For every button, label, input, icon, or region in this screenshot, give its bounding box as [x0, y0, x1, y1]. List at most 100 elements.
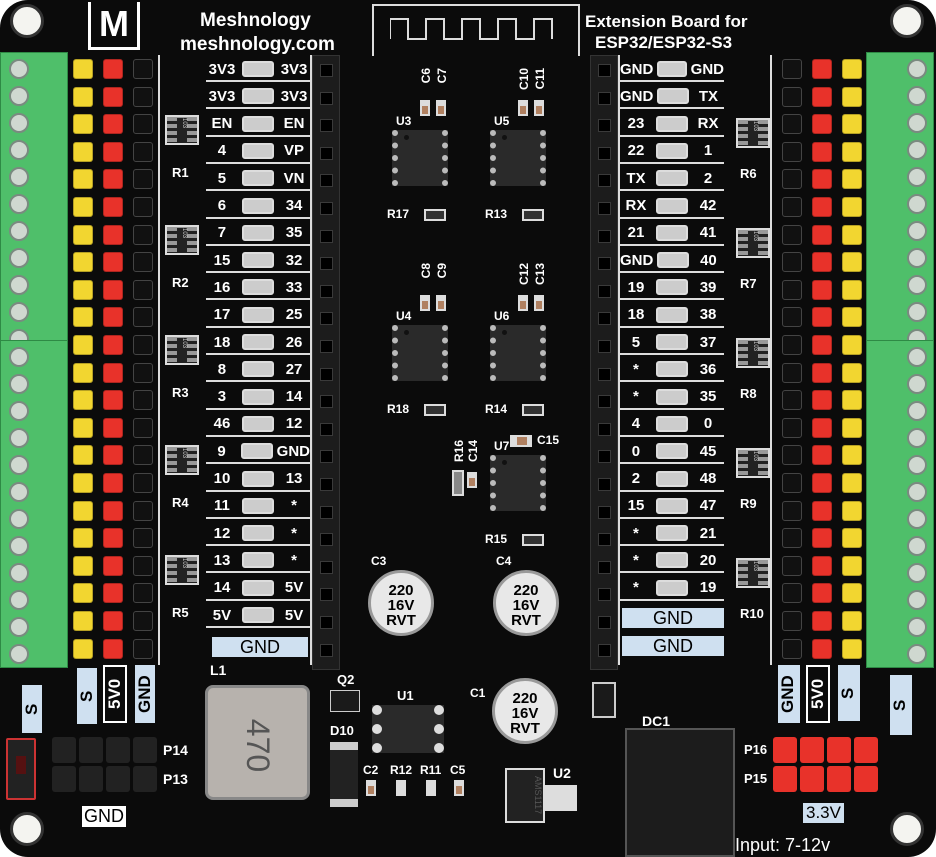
- screw-terminal[interactable]: [9, 590, 29, 610]
- header-pin[interactable]: [812, 279, 832, 300]
- header-pin[interactable]: [73, 307, 93, 328]
- screw-terminal[interactable]: [9, 113, 29, 133]
- header-pin[interactable]: [133, 417, 153, 438]
- header-pin[interactable]: [103, 500, 123, 521]
- header-socket[interactable]: [598, 91, 611, 105]
- header-pin[interactable]: [842, 611, 862, 631]
- header-pin[interactable]: [842, 141, 862, 162]
- header-socket[interactable]: [320, 340, 333, 353]
- screw-terminal[interactable]: [907, 302, 927, 322]
- header-socket[interactable]: [320, 450, 333, 464]
- screw-terminal[interactable]: [9, 617, 29, 637]
- header-pin[interactable]: [103, 252, 123, 273]
- header-pin[interactable]: [73, 417, 93, 438]
- header-socket[interactable]: [320, 257, 333, 271]
- header-pin[interactable]: [103, 611, 123, 631]
- header-pin[interactable]: [133, 252, 153, 273]
- header-pin[interactable]: [73, 583, 93, 604]
- header-pin[interactable]: [812, 611, 832, 631]
- header-socket[interactable]: [598, 340, 611, 353]
- header-pin[interactable]: [812, 445, 832, 466]
- header-pin[interactable]: [133, 528, 153, 549]
- header-pin[interactable]: [812, 307, 832, 328]
- header-pin[interactable]: [133, 197, 153, 217]
- header-pin[interactable]: [812, 417, 832, 438]
- header-socket[interactable]: [598, 588, 611, 602]
- header-pin[interactable]: [812, 473, 832, 493]
- header-socket[interactable]: [598, 202, 611, 215]
- header-pin[interactable]: [103, 445, 123, 466]
- header-pin[interactable]: [73, 528, 93, 549]
- screw-terminal[interactable]: [9, 374, 29, 394]
- header-pin[interactable]: [842, 638, 862, 659]
- header-socket[interactable]: [320, 533, 333, 547]
- screw-terminal[interactable]: [907, 536, 927, 556]
- screw-terminal[interactable]: [907, 482, 927, 502]
- header-pin[interactable]: [782, 141, 802, 162]
- header-socket[interactable]: [320, 312, 333, 326]
- header-pin[interactable]: [782, 252, 802, 273]
- header-pin[interactable]: [133, 224, 153, 245]
- header-pin[interactable]: [842, 417, 862, 438]
- header-pin[interactable]: [103, 335, 123, 355]
- header-pin[interactable]: [782, 473, 802, 493]
- header-pin[interactable]: [842, 307, 862, 328]
- header-socket[interactable]: [598, 119, 611, 133]
- header-pin[interactable]: [842, 445, 862, 466]
- header-pin[interactable]: [133, 362, 153, 383]
- header-socket[interactable]: [598, 478, 611, 491]
- header-pin[interactable]: [73, 473, 93, 493]
- screw-terminal[interactable]: [907, 428, 927, 448]
- header-pin[interactable]: [782, 445, 802, 466]
- header-pin[interactable]: [782, 86, 802, 107]
- header-pin[interactable]: [842, 473, 862, 493]
- header-pin[interactable]: [842, 197, 862, 217]
- header-pin[interactable]: [103, 555, 123, 576]
- header-socket[interactable]: [320, 174, 333, 188]
- header-pin[interactable]: [133, 307, 153, 328]
- header-pin[interactable]: [812, 224, 832, 245]
- header-pin[interactable]: [842, 252, 862, 273]
- header-pin[interactable]: [812, 141, 832, 162]
- header-pin[interactable]: [782, 611, 802, 631]
- header-socket[interactable]: [598, 312, 611, 326]
- header-socket[interactable]: [598, 395, 611, 409]
- header-pin[interactable]: [842, 555, 862, 576]
- header-socket[interactable]: [598, 422, 611, 436]
- header-pin[interactable]: [812, 335, 832, 355]
- header-pin[interactable]: [133, 555, 153, 576]
- header-pin[interactable]: [812, 390, 832, 411]
- header-pin[interactable]: [782, 335, 802, 355]
- header-pin[interactable]: [812, 59, 832, 79]
- header-pin[interactable]: [103, 362, 123, 383]
- header-socket[interactable]: [598, 616, 611, 629]
- header-pin[interactable]: [133, 445, 153, 466]
- header-pin[interactable]: [103, 417, 123, 438]
- screw-terminal[interactable]: [907, 167, 927, 187]
- screw-terminal[interactable]: [907, 221, 927, 241]
- header-pin[interactable]: [812, 252, 832, 273]
- header-socket[interactable]: [598, 64, 611, 77]
- header-pin[interactable]: [782, 528, 802, 549]
- dc-power-jack[interactable]: [625, 728, 735, 857]
- header-pin[interactable]: [842, 500, 862, 521]
- screw-terminal[interactable]: [907, 509, 927, 529]
- header-socket[interactable]: [598, 643, 611, 657]
- header-pin[interactable]: [812, 528, 832, 549]
- header-socket[interactable]: [320, 91, 333, 105]
- screw-terminal[interactable]: [9, 563, 29, 583]
- header-pin[interactable]: [103, 583, 123, 604]
- header-pin[interactable]: [782, 638, 802, 659]
- header-pin[interactable]: [73, 224, 93, 245]
- header-pin[interactable]: [812, 362, 832, 383]
- header-pin[interactable]: [133, 500, 153, 521]
- header-pin[interactable]: [782, 307, 802, 328]
- header-pin[interactable]: [782, 362, 802, 383]
- screw-terminal[interactable]: [9, 167, 29, 187]
- screw-terminal[interactable]: [9, 86, 29, 106]
- header-pin[interactable]: [73, 86, 93, 107]
- screw-terminal[interactable]: [9, 59, 29, 79]
- header-pin[interactable]: [103, 390, 123, 411]
- header-pin[interactable]: [812, 114, 832, 135]
- header-socket[interactable]: [598, 174, 611, 188]
